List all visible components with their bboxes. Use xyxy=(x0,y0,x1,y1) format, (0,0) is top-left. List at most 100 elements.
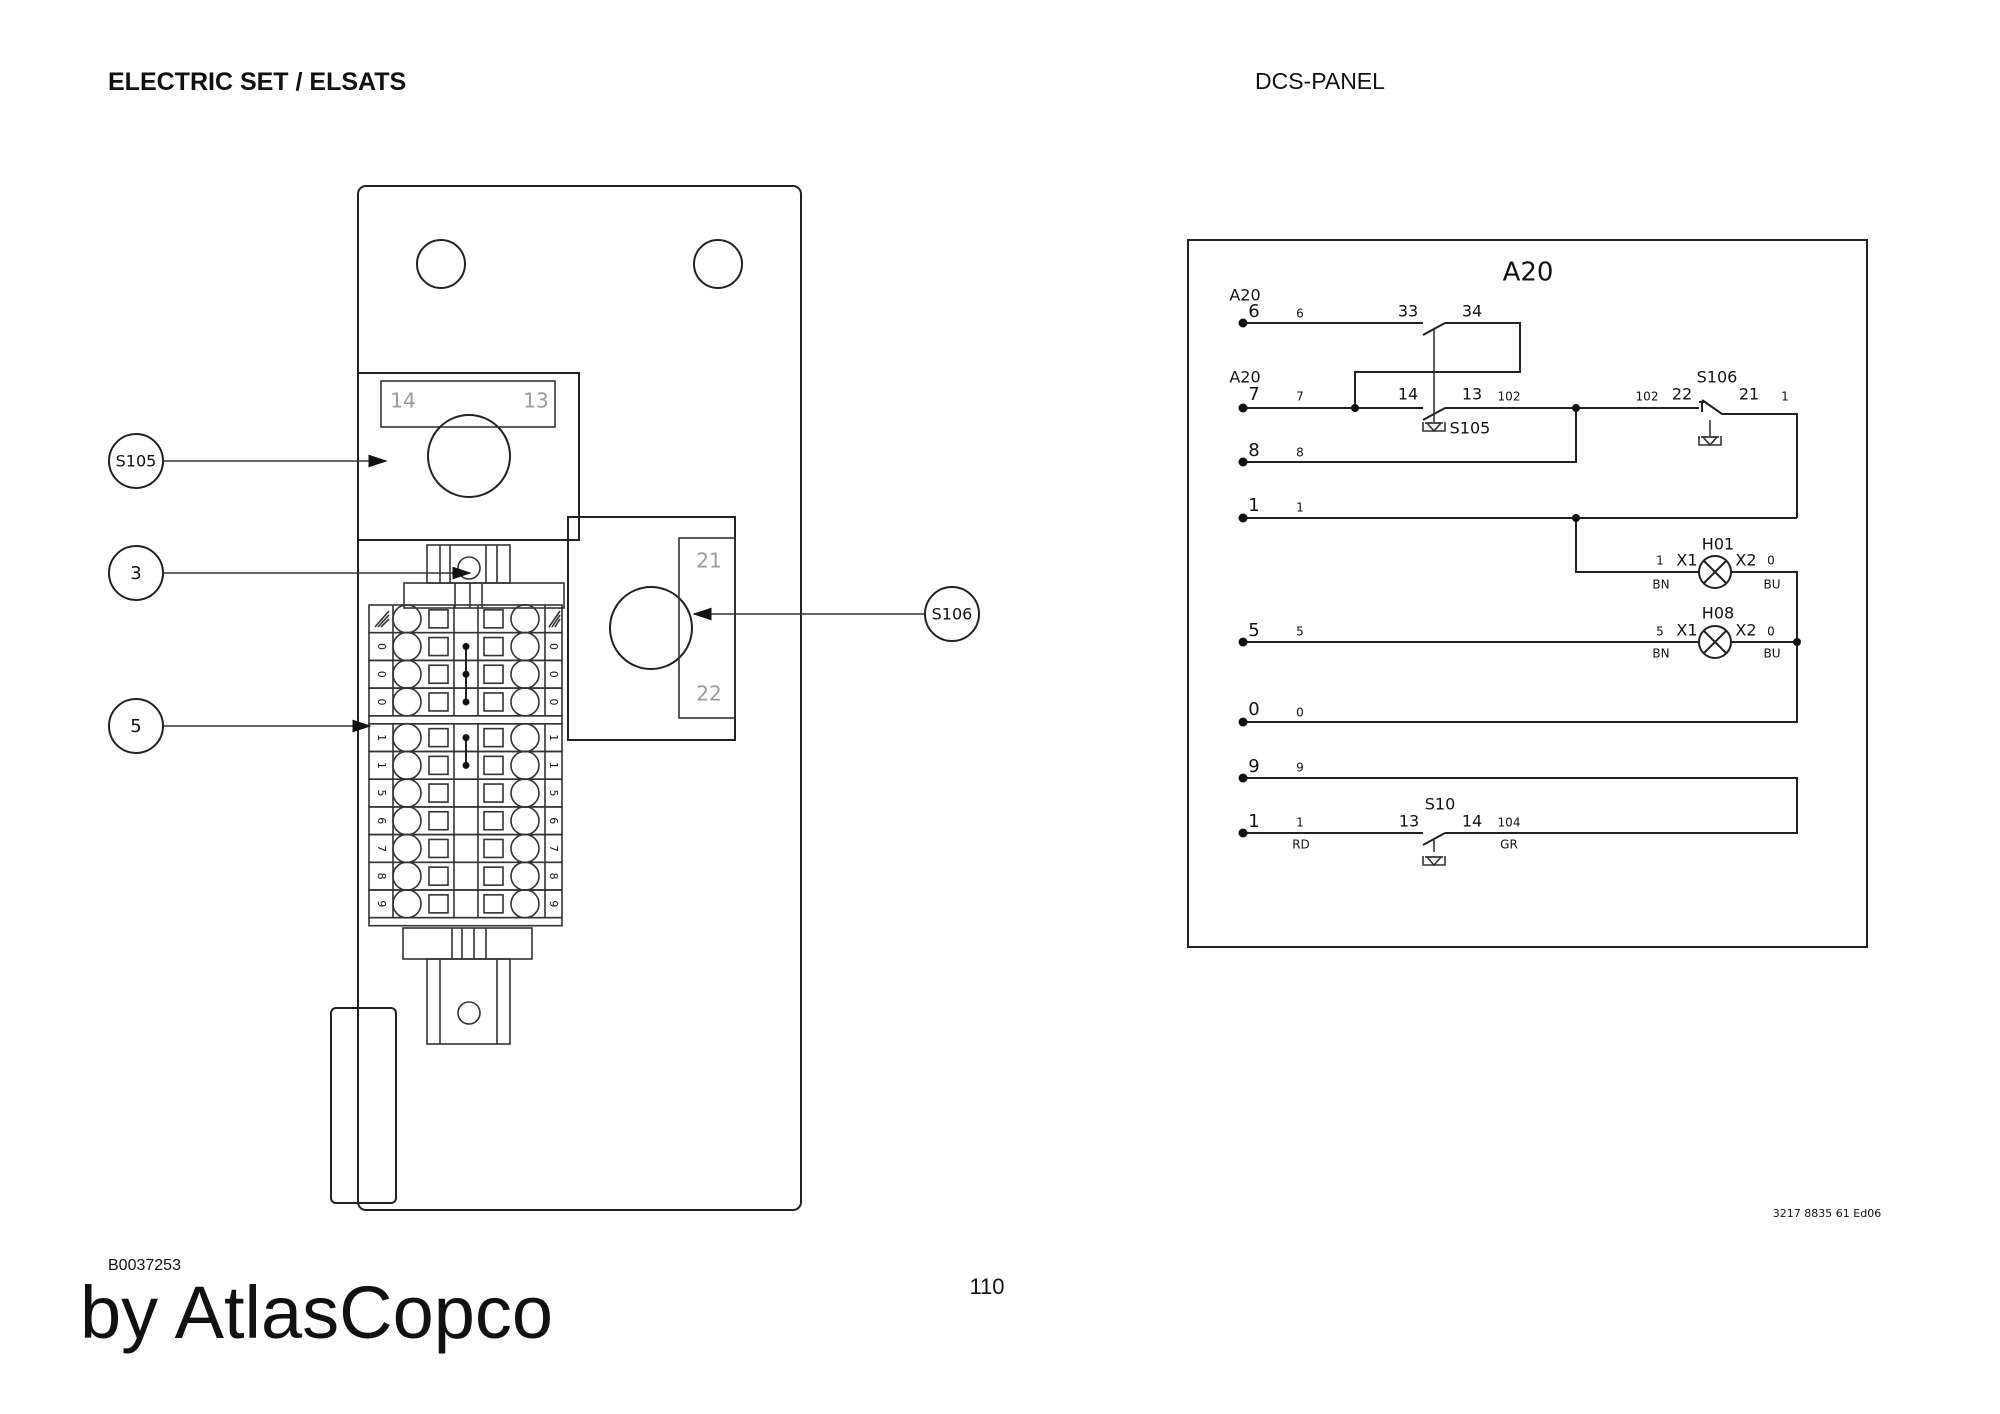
s105-term: 34 xyxy=(1462,302,1482,321)
lamp-color: BU xyxy=(1763,578,1780,592)
terminal-number: 7 xyxy=(547,845,560,852)
lamp-wire: 0 xyxy=(1767,625,1775,639)
ground-icon xyxy=(548,610,561,628)
wire-number: 1 xyxy=(1296,501,1304,515)
callout-s105: S105 xyxy=(108,433,388,489)
panel-plate xyxy=(357,185,802,1211)
callout-s105-label: S105 xyxy=(116,452,157,471)
terminal-6: 6 xyxy=(1248,301,1259,322)
s105-label: S105 xyxy=(1450,419,1491,438)
wire-number: 1 xyxy=(1781,390,1789,404)
jumper-dot xyxy=(462,761,470,769)
s105-term: 14 xyxy=(1398,385,1418,404)
terminal-number: 5 xyxy=(375,790,388,797)
lamp-wire: 5 xyxy=(1656,625,1664,639)
lamp-wire: 0 xyxy=(1767,554,1775,568)
wire-number: 6 xyxy=(1296,307,1304,321)
terminal-9: 9 xyxy=(1248,756,1259,777)
s105-term: 13 xyxy=(1462,385,1482,404)
lamp-term: X2 xyxy=(1735,621,1756,640)
terminal-number: 9 xyxy=(547,900,560,907)
s10-actuator-icon xyxy=(1422,855,1446,866)
spring-clamp-icon xyxy=(392,750,422,781)
terminal-number: 1 xyxy=(547,762,560,769)
terminal-number: 1 xyxy=(547,734,560,741)
terminal-number: 6 xyxy=(547,817,560,824)
spring-clamp-icon xyxy=(510,604,540,634)
din-rail-clip-bottom xyxy=(402,927,533,1045)
lamp-h01-icon xyxy=(1698,555,1732,589)
mounting-hole xyxy=(416,239,466,289)
wire-number: 104 xyxy=(1498,816,1521,830)
spring-clamp-icon xyxy=(392,659,422,690)
terminal-number: 7 xyxy=(375,845,388,852)
s105-button xyxy=(427,414,511,498)
jumper-dot xyxy=(462,698,470,706)
test-port-icon xyxy=(483,636,504,657)
callout-5: 5 xyxy=(108,698,372,754)
din-rail-clip-top xyxy=(403,544,565,609)
test-port-icon xyxy=(428,755,449,776)
terminal-8: 8 xyxy=(1248,440,1259,461)
spring-clamp-icon xyxy=(392,631,422,662)
test-port-icon xyxy=(483,894,504,914)
spring-clamp-icon xyxy=(510,722,540,753)
test-port-icon xyxy=(428,894,449,914)
s106-button xyxy=(609,586,693,670)
page-number: 110 xyxy=(969,1274,1004,1299)
terminal-group-label: A20 xyxy=(1229,368,1260,387)
callout-s106: S106 xyxy=(692,586,980,642)
s10-term: 13 xyxy=(1399,812,1419,831)
ground-icon xyxy=(374,610,390,628)
terminal-number: 8 xyxy=(375,873,388,880)
lamp-color: BN xyxy=(1652,578,1669,592)
spring-clamp-icon xyxy=(392,778,422,808)
wire-number: 1 xyxy=(1296,816,1304,830)
spring-clamp-icon xyxy=(392,861,422,891)
spring-clamp-icon xyxy=(510,750,540,781)
s106-term-21: 21 xyxy=(696,549,721,573)
terminal-number: 0 xyxy=(547,643,560,650)
spring-clamp-icon xyxy=(392,722,422,753)
lamp-h01-label: H01 xyxy=(1702,535,1734,554)
test-port-icon xyxy=(428,838,449,859)
schematic-frame xyxy=(1187,239,1868,948)
lamp-color: BN xyxy=(1652,647,1669,661)
separator-plate xyxy=(368,714,563,725)
spring-clamp-icon xyxy=(392,889,422,919)
wires xyxy=(1243,322,1798,852)
s106-term: 22 xyxy=(1672,385,1692,404)
callout-3: 3 xyxy=(108,545,472,601)
s106-switch-body: 21 22 xyxy=(567,516,736,741)
lamp-term: X1 xyxy=(1676,621,1697,640)
test-port-icon xyxy=(483,692,504,712)
spring-clamp-icon xyxy=(392,805,422,836)
end-plate xyxy=(368,916,563,927)
test-port-icon xyxy=(483,664,504,685)
spring-clamp-icon xyxy=(510,889,540,919)
terminal-1: 1 xyxy=(1248,495,1259,516)
spring-clamp-icon xyxy=(510,778,540,808)
terminal-number: 1 xyxy=(375,762,388,769)
terminal-number: 0 xyxy=(375,643,388,650)
terminal-number: 1 xyxy=(375,734,388,741)
wire-number: 102 xyxy=(1636,390,1659,404)
s10-label: S10 xyxy=(1425,795,1456,814)
wire-number: 9 xyxy=(1296,761,1304,775)
drawing-id: B0037253 xyxy=(108,1257,181,1274)
terminal-number: 8 xyxy=(547,873,560,880)
test-port-icon xyxy=(483,727,504,748)
test-port-icon xyxy=(428,727,449,748)
terminal-number: 0 xyxy=(375,698,388,705)
jumper-dot xyxy=(462,734,470,742)
test-port-icon xyxy=(428,783,449,803)
s106-label: S106 xyxy=(1697,368,1738,387)
terminal-1b: 1 xyxy=(1248,811,1259,832)
lamp-color: BU xyxy=(1763,647,1780,661)
s106-actuator-icon xyxy=(1698,435,1722,446)
spring-clamp-icon xyxy=(392,604,422,634)
s10-term: 14 xyxy=(1462,812,1482,831)
